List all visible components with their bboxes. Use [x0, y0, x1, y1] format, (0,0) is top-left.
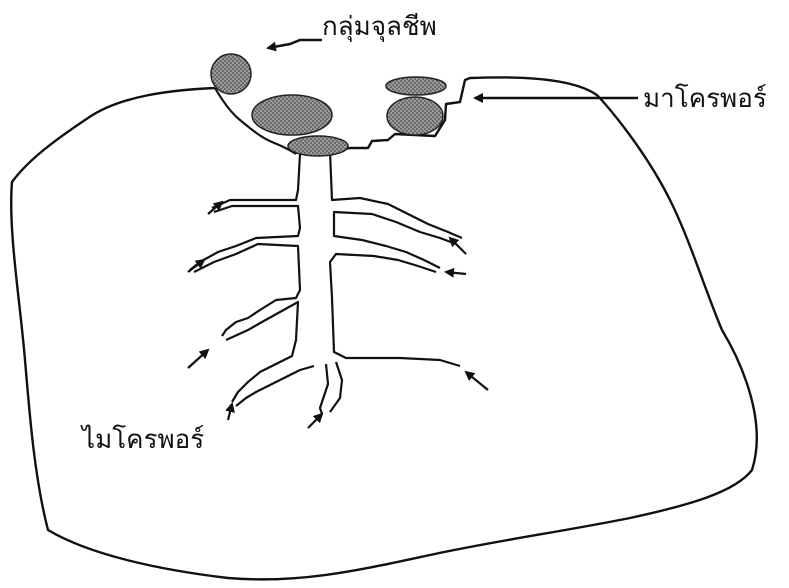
micropore-arrow — [308, 414, 322, 428]
micropore-label: ไมโครพอร์ — [82, 427, 204, 453]
micropore-channel-left — [190, 154, 300, 402]
microbial-blob — [386, 77, 446, 95]
microbial-blob — [252, 95, 332, 135]
micropore-arrow — [450, 238, 466, 254]
micropore-arrow — [466, 372, 488, 390]
micropore-channel-right — [236, 152, 462, 414]
macropore-label: มาโครพอร์ — [643, 86, 767, 112]
micropore-arrow — [228, 404, 232, 420]
microbial-blob — [387, 97, 443, 135]
microbial-group-pointer — [268, 40, 322, 48]
microbial-blob — [288, 136, 348, 156]
micropore-arrow — [446, 272, 466, 274]
microbial-blob — [211, 54, 251, 94]
microbial-group-label: กลุ่มจุลชีพ — [322, 14, 437, 40]
aggregate-boundary — [11, 77, 757, 579]
micropore-arrow — [188, 350, 208, 368]
